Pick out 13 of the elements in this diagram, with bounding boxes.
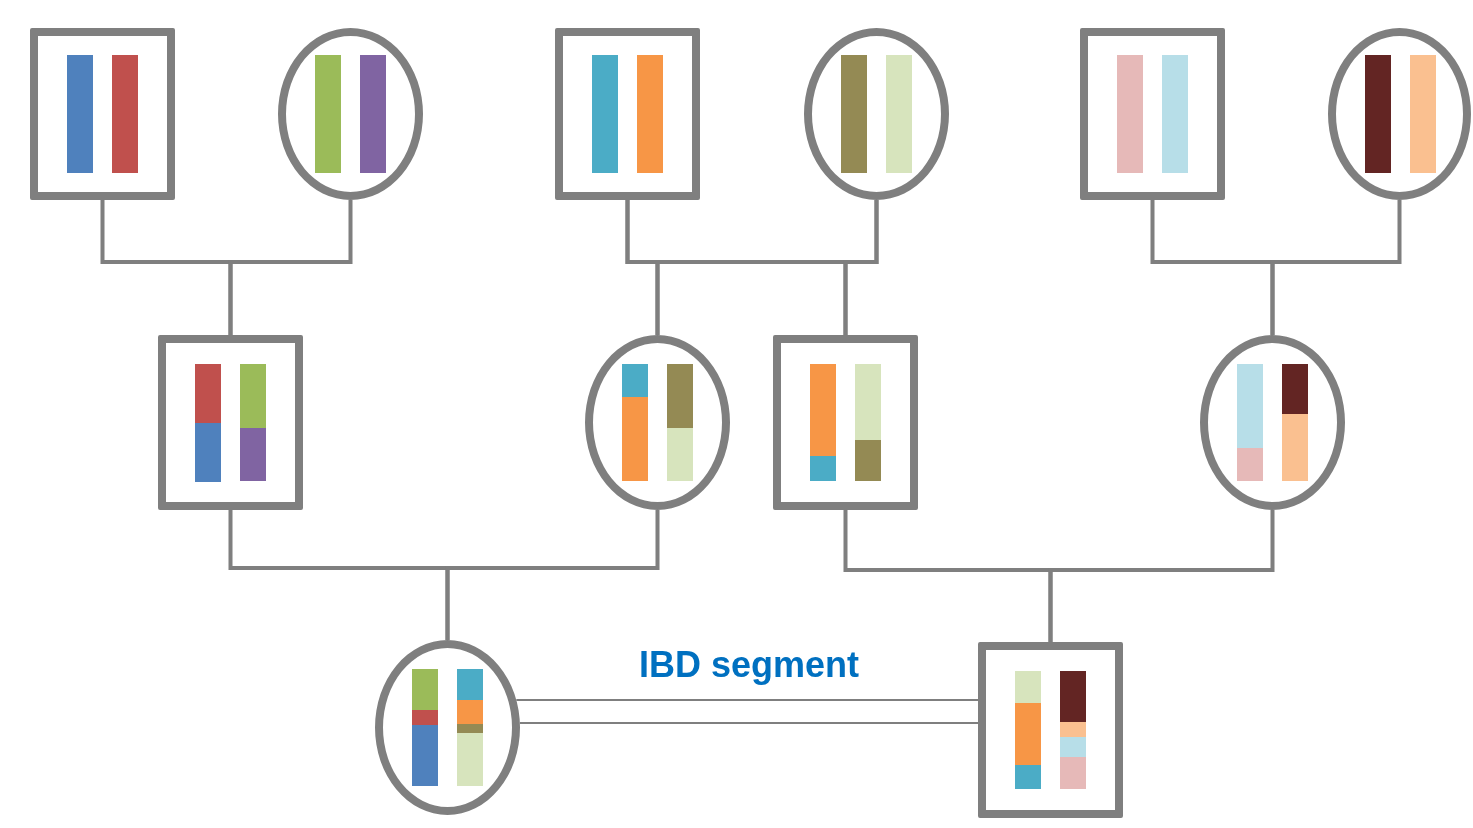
pedigree-line xyxy=(1048,510,1275,642)
ibd-line xyxy=(518,722,979,724)
pedigree-line xyxy=(445,510,660,640)
pedigree-line xyxy=(1270,200,1402,335)
pedigree-square xyxy=(555,28,700,200)
pedigree-square xyxy=(30,28,175,200)
pedigree-square xyxy=(158,335,303,510)
pedigree-square xyxy=(978,642,1123,818)
pedigree-line xyxy=(228,200,353,335)
pedigree-square xyxy=(1080,28,1225,200)
pedigree-square xyxy=(773,335,918,510)
ibd-line xyxy=(515,699,979,701)
pedigree-line xyxy=(843,200,879,335)
